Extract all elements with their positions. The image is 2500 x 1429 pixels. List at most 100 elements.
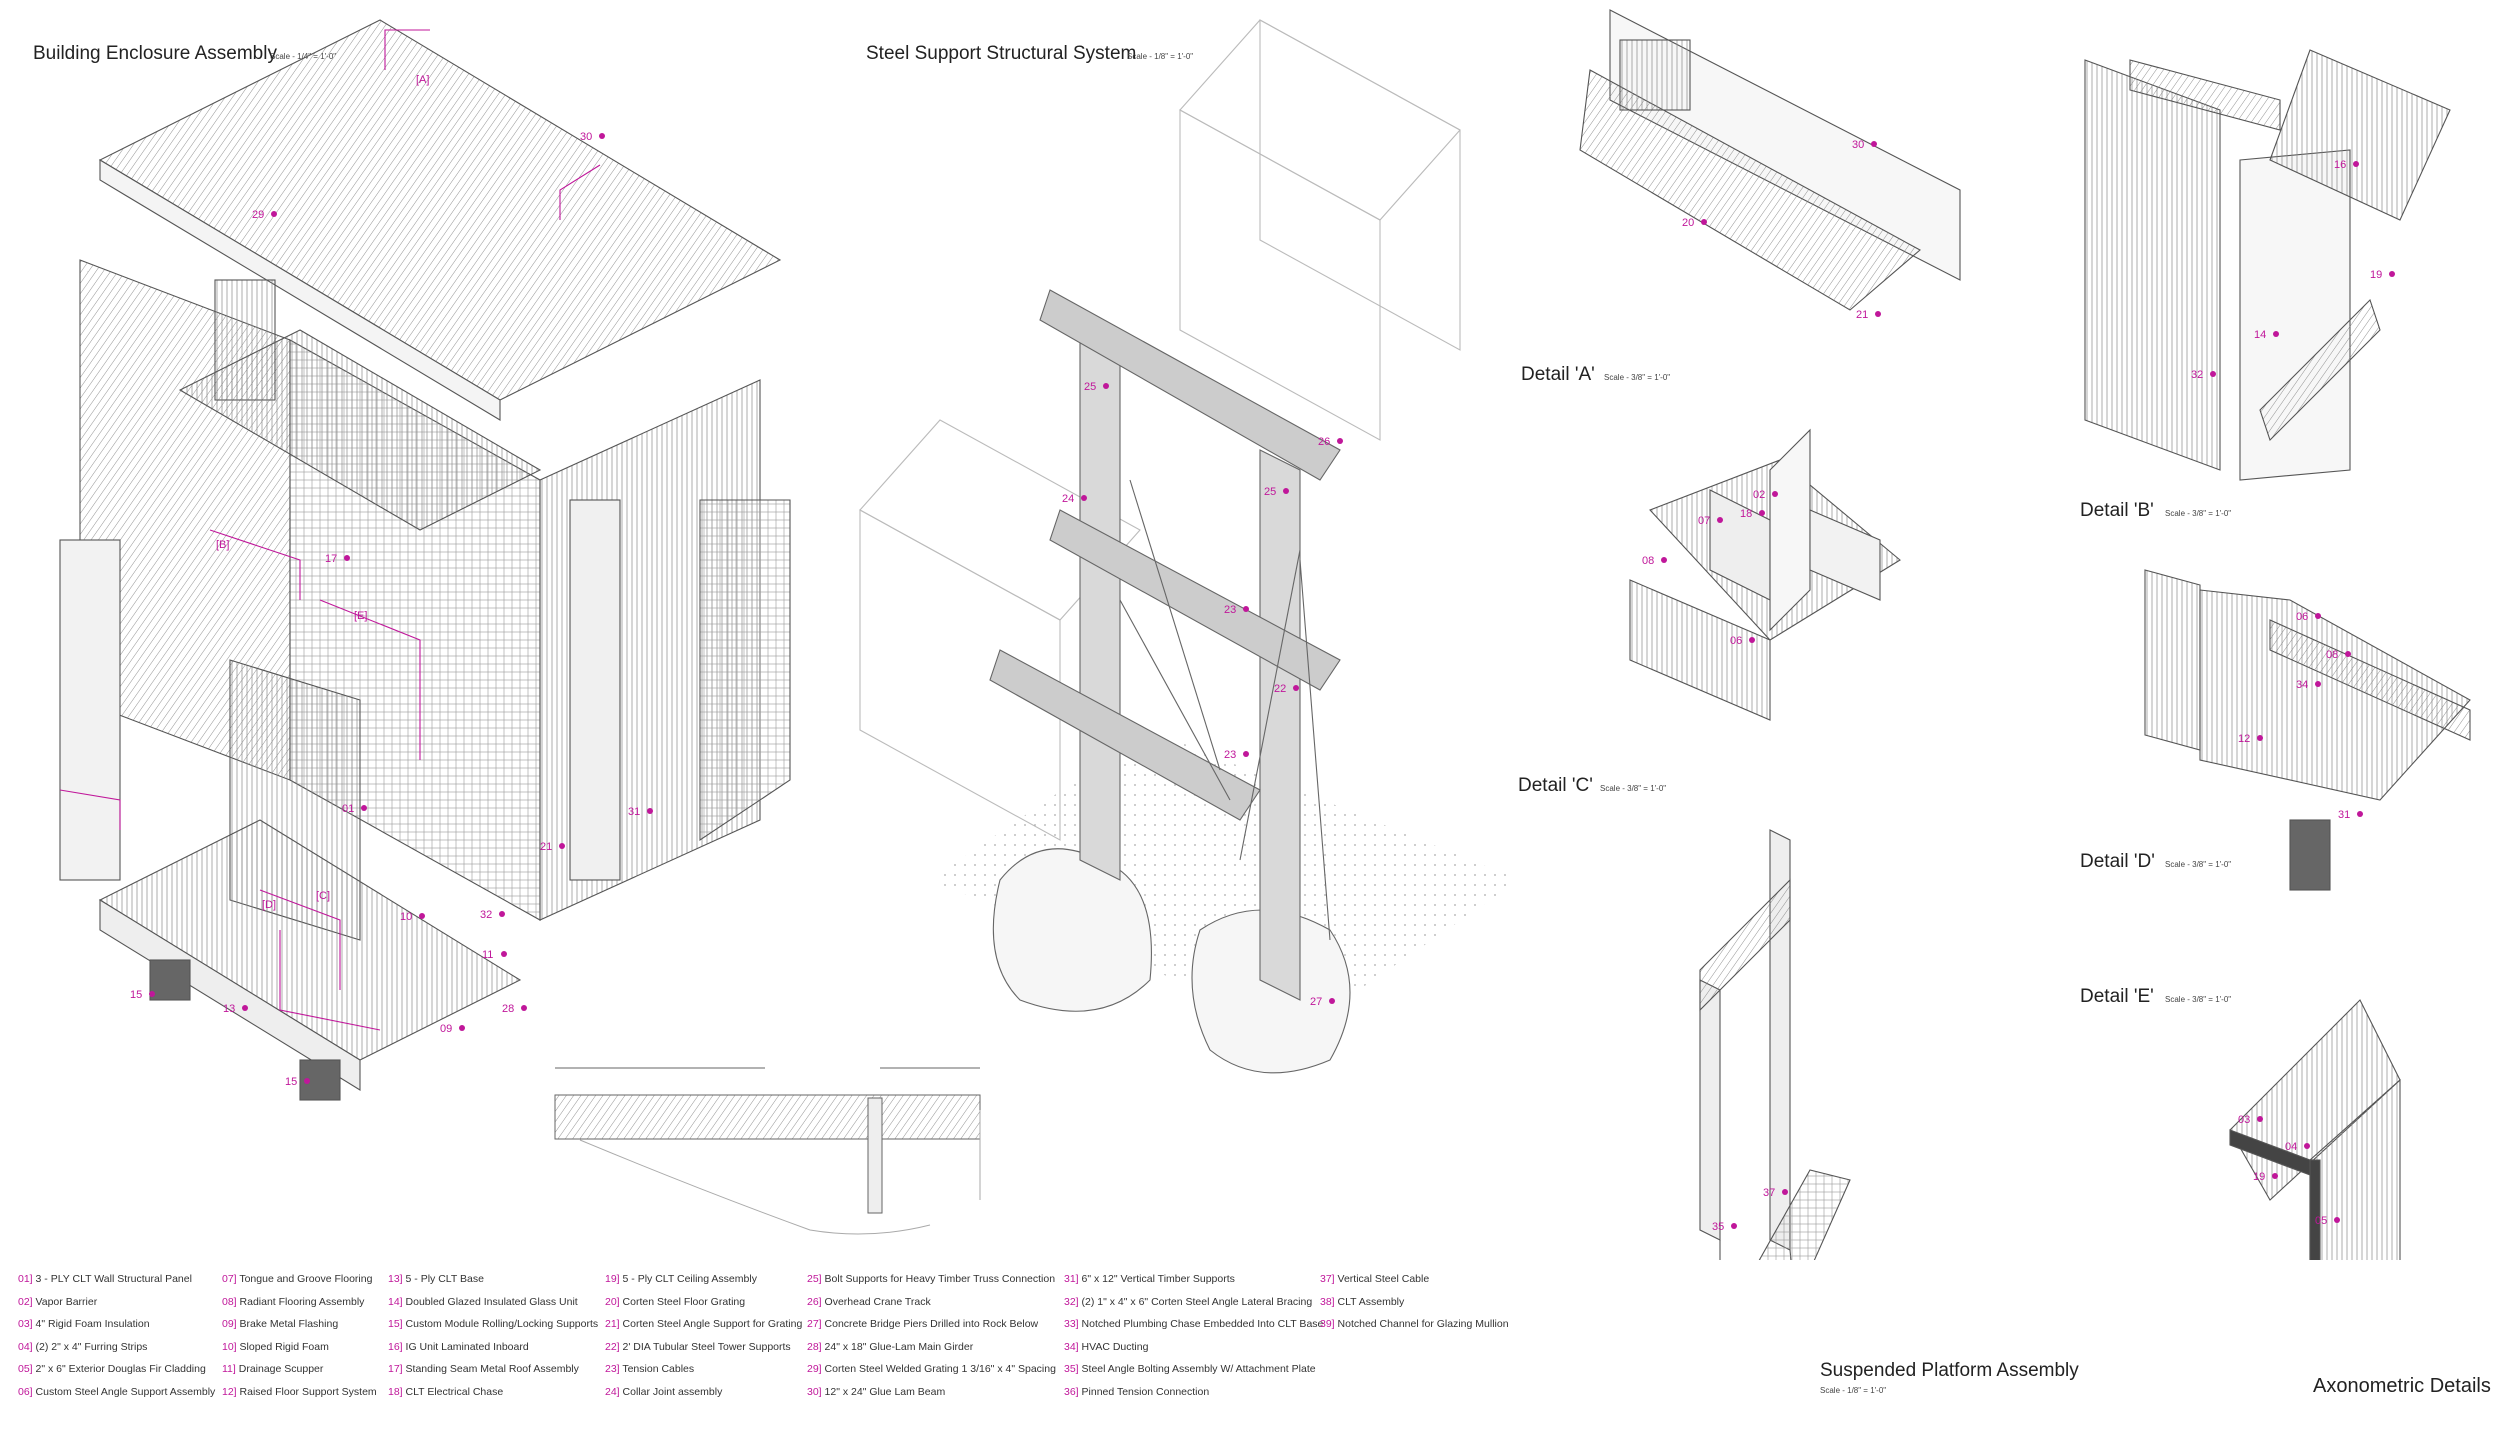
callout-dot [242,1005,248,1011]
callout-dot [1731,1223,1737,1229]
section-tag-d: [D] [262,899,276,911]
callout-dot [459,1025,465,1031]
legend-item-number: 11] [222,1363,236,1375]
callout-marker: 32 [2191,369,2216,381]
callout-marker: 03 [2238,1114,2263,1126]
callout-dot [2389,271,2395,277]
legend-item-number: 23] [605,1363,620,1375]
callout-marker: 27 [1310,996,1335,1008]
drawing-canvas: [A] [B] [E] [C] [D] 30291701101128091315… [59,9,2471,1260]
callout-label: 01 [342,803,354,815]
detail-a-scale: Scale - 3/8" = 1'-0" [1604,373,1671,382]
legend-item-text: IG Unit Laminated Inboard [405,1340,529,1353]
callout-label: 14 [2254,329,2266,341]
callout-label: 32 [480,909,492,921]
legend-item: 21] Corten Steel Angle Support for Grati… [605,1313,802,1336]
callout-marker: 29 [252,209,277,221]
callout-label: 31 [628,806,640,818]
callout-label: 28 [502,1003,514,1015]
callout-label: 20 [1682,217,1694,229]
callout-dot [2304,1143,2310,1149]
building-enclosure-title: Building Enclosure Assembly [33,43,277,64]
callout-label: 13 [223,1003,235,1015]
callout-marker: 24 [1062,493,1087,505]
steel-support-title: Steel Support Structural System [866,43,1137,64]
legend-item: 06] Custom Steel Angle Support Assembly [18,1381,215,1404]
callout-label: 16 [2334,159,2346,171]
legend-item-text: 3 - PLY CLT Wall Structural Panel [35,1273,192,1285]
callout-dot [1243,606,1249,612]
legend-item-number: 24] [605,1385,620,1398]
legend-item-text: 12" x 24" Glue Lam Beam [824,1385,946,1398]
callout-marker: 22 [1274,683,1299,695]
legend-item-text: Vertical Steel Cable [1337,1273,1430,1285]
callout-label: 25 [1264,486,1276,498]
callout-dot [2315,613,2321,619]
legend-item-text: Notched Plumbing Chase Embedded Into CLT… [1081,1318,1324,1330]
legend-item-number: 29] [807,1363,822,1375]
callout-label: 18 [1740,508,1752,520]
suspended-platform-drawing [1699,829,1851,1260]
legend-item-text: 24" x 18" Glue-Lam Main Girder [824,1340,974,1353]
callout-label: 04 [2285,1141,2297,1153]
legend-item: 30] 12" x 24" Glue Lam Beam [807,1381,1056,1404]
callout-label: 06 [1730,635,1742,647]
callout-label: 11 [482,949,493,961]
legend-item: 16] IG Unit Laminated Inboard [388,1336,598,1359]
legend-item-number: 37] [1320,1273,1335,1285]
callout-marker: 08 [1642,555,1667,567]
legend-item-number: 01] [18,1273,33,1285]
callout-marker: 35 [1712,1221,1737,1233]
callout-dot [2257,735,2263,741]
section-tag-b: [B] [216,539,229,551]
callout-label: 22 [1274,683,1286,695]
steel-support-scale: Scale - 1/8" = 1'-0" [1127,52,1194,61]
callout-dot [1759,510,1765,516]
legend-item: 09] Brake Metal Flashing [222,1313,377,1336]
legend-item-number: 20] [605,1295,620,1308]
callout-marker: 09 [440,1023,465,1035]
callout-label: 08 [2326,649,2338,661]
callout-dot [361,805,367,811]
legend-item-number: 28] [807,1340,822,1353]
callout-label: 27 [1310,996,1322,1008]
legend-item-number: 19] [605,1273,620,1285]
callout-dot [1103,383,1109,389]
legend-item-number: 12] [222,1385,237,1398]
legend-item: 01] 3 - PLY CLT Wall Structural Panel [18,1268,215,1291]
callout-dot [559,843,565,849]
legend-item: 14] Doubled Glazed Insulated Glass Unit [388,1291,598,1314]
detail-d-scale: Scale - 3/8" = 1'-0" [2165,860,2232,869]
legend-item-number: 17] [388,1363,403,1375]
callout-label: 17 [325,553,337,565]
building-enclosure-scale: Scale - 1/4" = 1'-0" [270,52,337,61]
callout-dot [1749,637,1755,643]
suspended-platform-scale: Scale - 1/8" = 1'-0" [1820,1386,1887,1395]
legend-item-number: 26] [807,1295,822,1308]
callout-label: 23 [1224,749,1236,761]
callout-label: 19 [2370,269,2382,281]
section-tag-c: [C] [316,890,330,902]
legend-item-number: 13] [388,1273,403,1285]
legend-item-number: 36] [1064,1385,1079,1398]
legend-item-text: 2" x 6" Exterior Douglas Fir Cladding [35,1363,206,1375]
callout-label: 21 [1856,309,1868,321]
callout-dot [521,1005,527,1011]
callout-marker: 02 [1753,489,1778,501]
legend-item-number: 10] [222,1340,237,1353]
legend-item: 24] Collar Joint assembly [605,1381,802,1404]
legend-item-number: 35] [1064,1363,1079,1375]
legend-item: 12] Raised Floor Support System [222,1381,377,1404]
detail-d-title: Detail 'D' [2080,851,2155,872]
callout-label: 30 [580,131,592,143]
section-tag-e: [E] [354,610,367,622]
legend-item-text: (2) 2" x 4" Furring Strips [35,1340,148,1353]
legend-item-text: Collar Joint assembly [622,1385,723,1398]
legend-item-text: 6" x 12" Vertical Timber Supports [1081,1273,1235,1285]
callout-dot [344,555,350,561]
callout-dot [304,1078,310,1084]
callout-marker: 19 [2370,269,2395,281]
